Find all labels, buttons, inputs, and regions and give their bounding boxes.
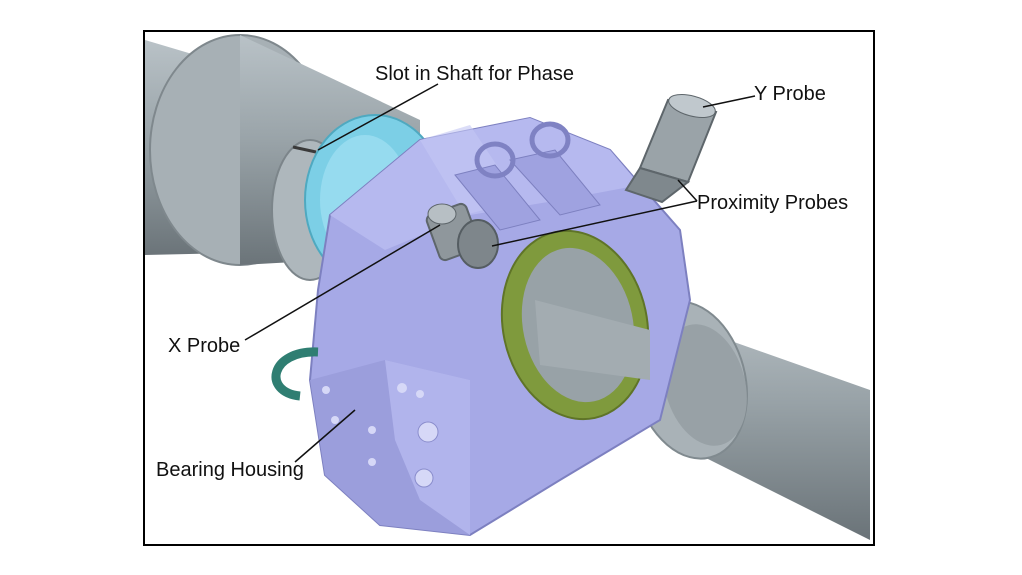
x-probe-label: X Probe [168, 335, 241, 357]
bearing-housing-leader-line [294, 409, 356, 463]
phase-slot [292, 145, 317, 154]
slot-leader-line [317, 83, 439, 151]
y-probe-label: Y Probe [754, 83, 826, 105]
proximity-probes-label: Proximity Probes [697, 192, 849, 214]
leader-lines [244, 83, 756, 463]
lift-loop [271, 347, 319, 401]
slot-label: Slot in Shaft for Phase [375, 63, 575, 85]
x-probe [425, 202, 499, 269]
proximity-leader-line-upper [677, 179, 698, 202]
y-probe-leader-line [702, 95, 756, 108]
y-probe [624, 94, 718, 204]
bearing-housing-label: Bearing Housing [156, 459, 304, 481]
proximity-leader-line-lower [491, 200, 698, 247]
seal-ring [500, 229, 650, 421]
x-probe-leader-line [244, 224, 441, 341]
bearing-housing-body [308, 116, 692, 537]
